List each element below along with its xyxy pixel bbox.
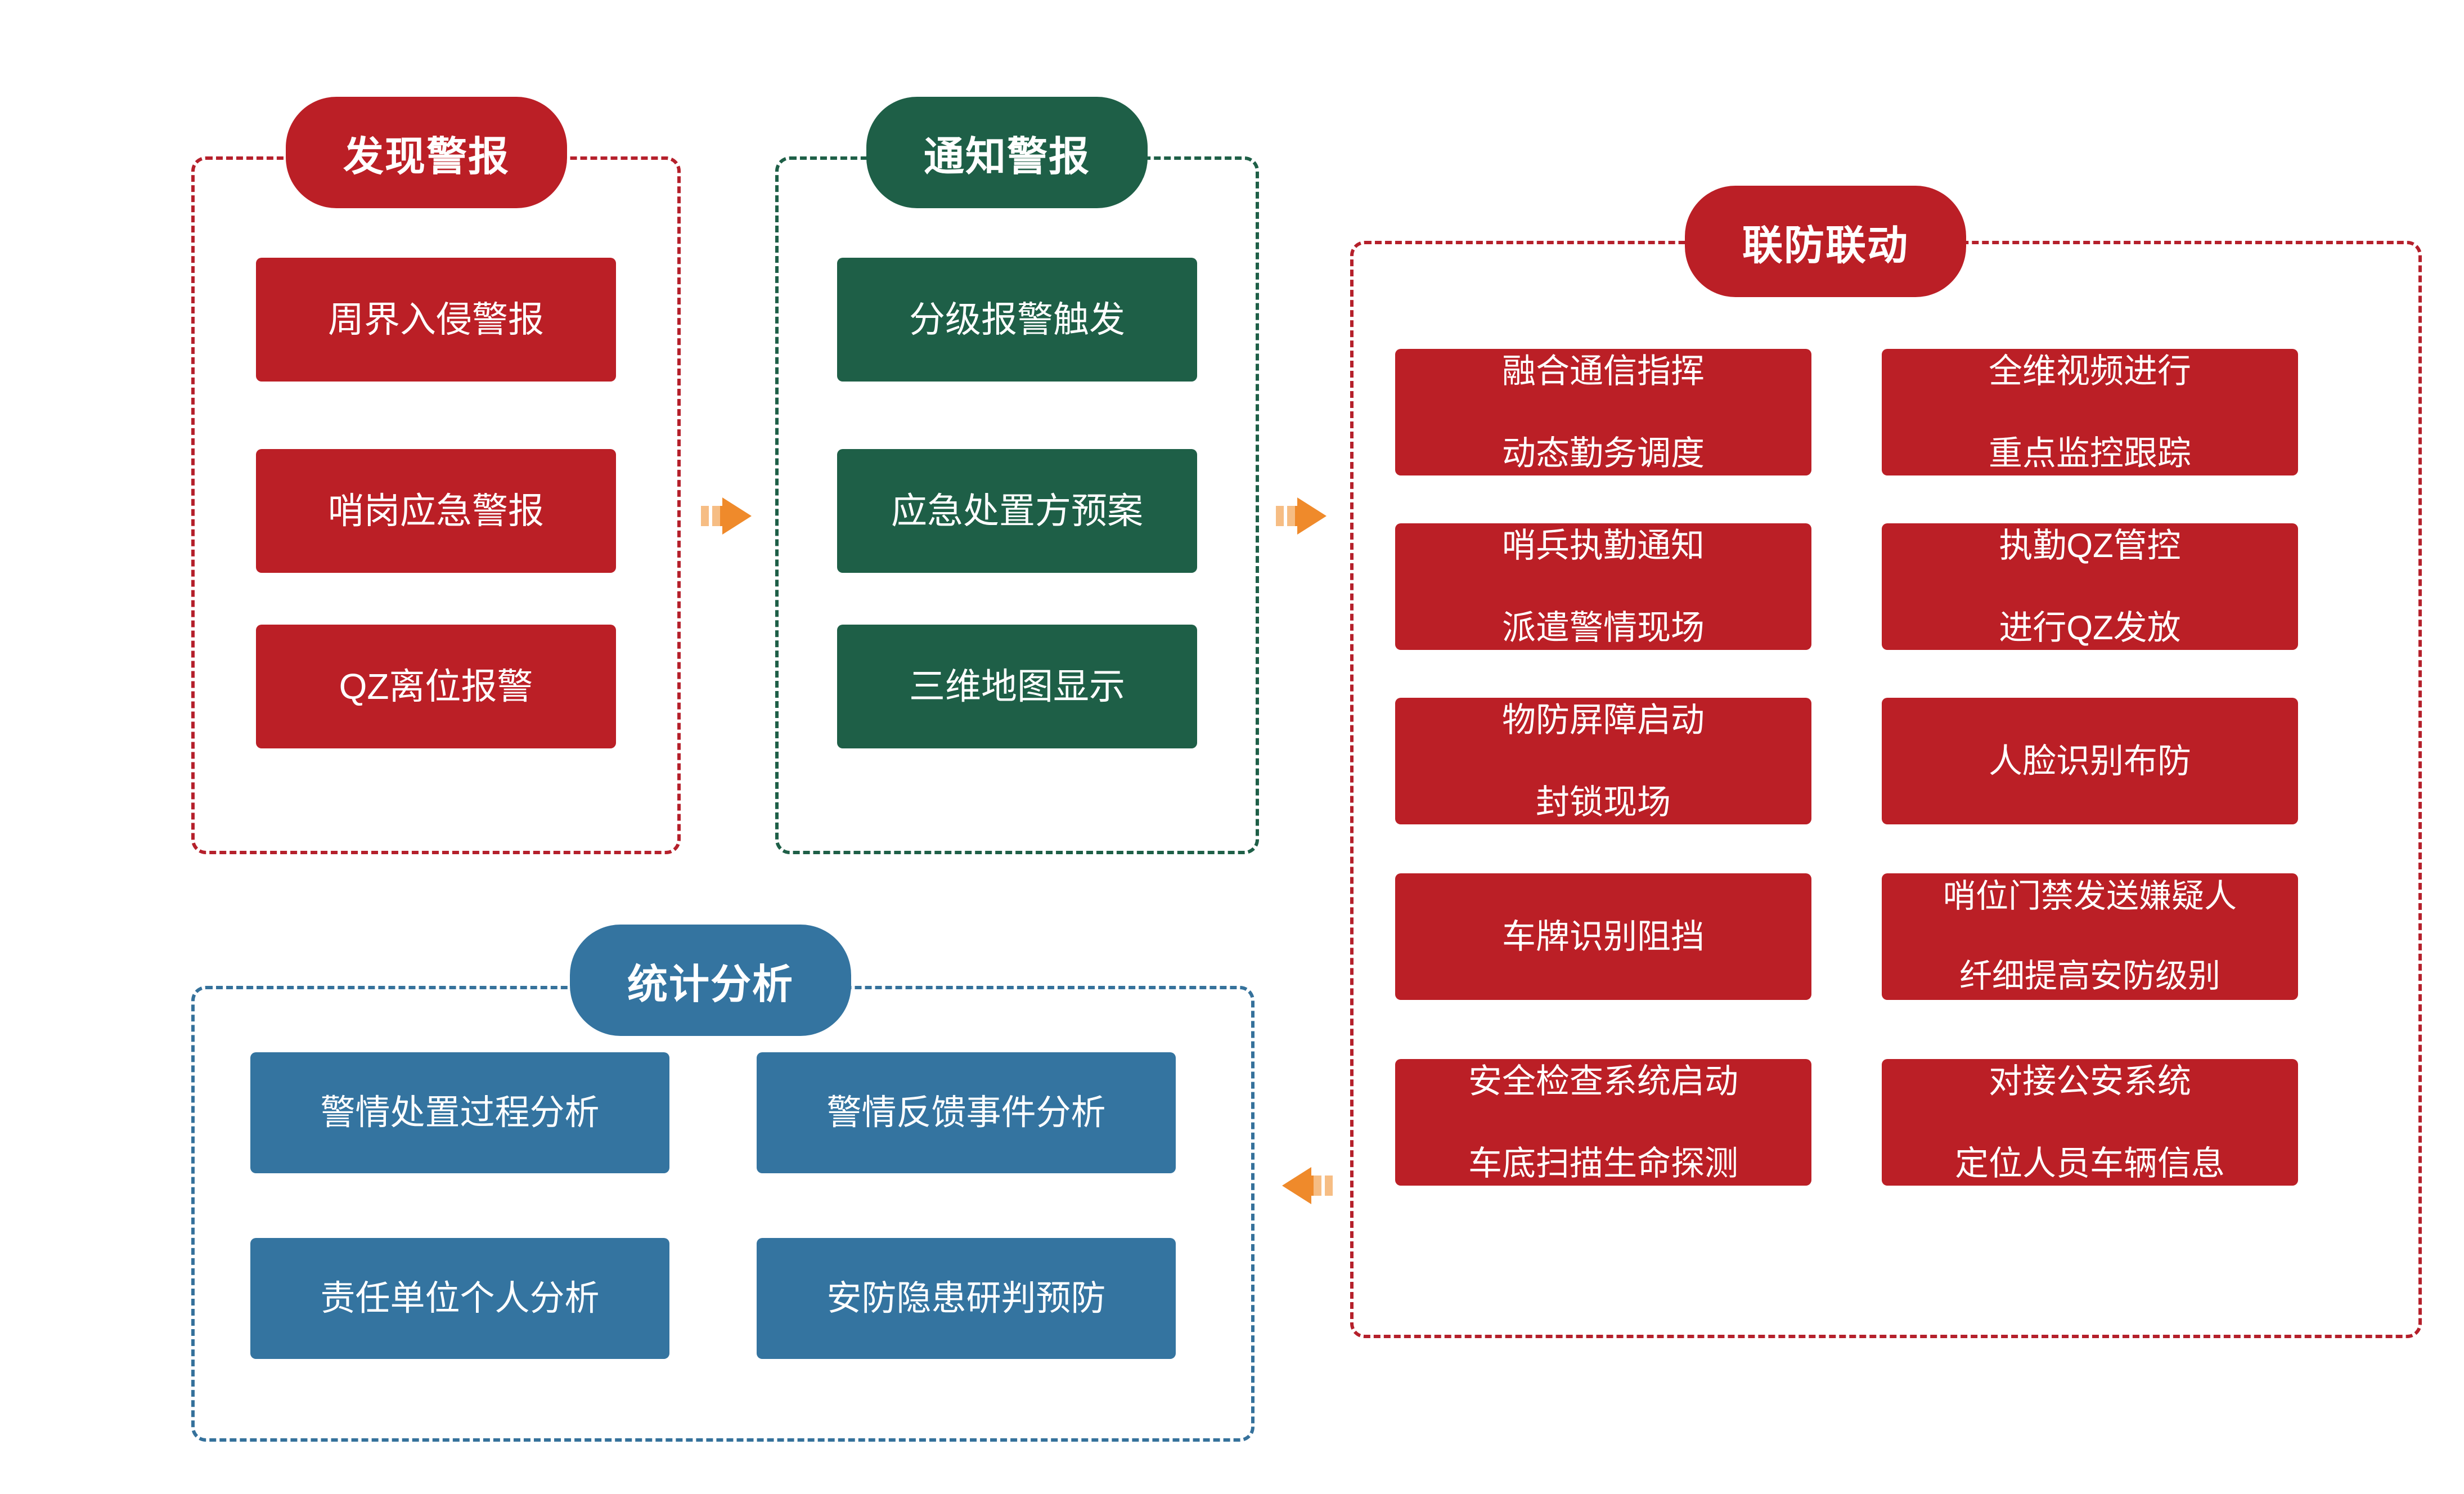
box-statistics-left-0[interactable]: 警情处置过程分析 [250, 1052, 669, 1173]
box-joint-right-3[interactable]: 哨位门禁发送嫌疑人 纤细提高安防级别 [1882, 873, 2298, 1000]
box-discover-1[interactable]: 哨岗应急警报 [256, 449, 616, 573]
box-label: 对接公安系统 定位人员车辆信息 [1955, 1062, 2225, 1183]
box-label: 安全检查系统启动 车底扫描生命探测 [1468, 1062, 1738, 1183]
box-label: 融合通信指挥 动态勤务调度 [1502, 352, 1705, 473]
box-joint-right-1[interactable]: 执勤QZ管控 进行QZ发放 [1882, 523, 2298, 650]
box-label: 人脸识别布防 [1989, 742, 2191, 780]
box-label: 哨位门禁发送嫌疑人 纤细提高安防级别 [1943, 878, 2237, 994]
box-label: 全维视频进行 重点监控跟踪 [1989, 352, 2191, 473]
section-title-statistics[interactable]: 统计分析 [570, 925, 851, 1036]
box-label: 执勤QZ管控 进行QZ发放 [1999, 526, 2181, 647]
box-joint-left-4[interactable]: 安全检查系统启动 车底扫描生命探测 [1395, 1059, 1811, 1186]
box-discover-2[interactable]: QZ离位报警 [256, 625, 616, 748]
box-joint-right-2[interactable]: 人脸识别布防 [1882, 698, 2298, 824]
box-label: 分级报警触发 [909, 299, 1125, 340]
box-label: 警情反馈事件分析 [826, 1093, 1106, 1132]
box-label: 应急处置方预案 [891, 490, 1143, 531]
arrow-discover-to-notify-icon [698, 485, 759, 547]
section-title-notify[interactable]: 通知警报 [866, 97, 1148, 208]
box-notify-2[interactable]: 三维地图显示 [837, 625, 1197, 748]
box-statistics-right-1[interactable]: 安防隐患研判预防 [757, 1238, 1176, 1359]
box-joint-right-0[interactable]: 全维视频进行 重点监控跟踪 [1882, 349, 2298, 475]
box-statistics-left-1[interactable]: 责任单位个人分析 [250, 1238, 669, 1359]
box-joint-left-0[interactable]: 融合通信指挥 动态勤务调度 [1395, 349, 1811, 475]
box-label: 车牌识别阻挡 [1502, 917, 1705, 955]
box-notify-1[interactable]: 应急处置方预案 [837, 449, 1197, 573]
box-label: 责任单位个人分析 [320, 1278, 600, 1318]
box-label: 三维地图显示 [909, 666, 1125, 707]
box-label: 物防屏障启动 封锁现场 [1502, 701, 1705, 822]
box-joint-left-2[interactable]: 物防屏障启动 封锁现场 [1395, 698, 1811, 824]
box-label: QZ离位报警 [339, 666, 533, 707]
box-joint-right-4[interactable]: 对接公安系统 定位人员车辆信息 [1882, 1059, 2298, 1186]
section-title-joint-defense[interactable]: 联防联动 [1685, 186, 1966, 297]
section-title-discover[interactable]: 发现警报 [286, 97, 567, 208]
box-label: 周界入侵警报 [328, 299, 544, 340]
arrow-joint-defense-to-statistics-icon [1274, 1155, 1336, 1217]
box-label: 安防隐患研判预防 [826, 1278, 1106, 1318]
box-notify-0[interactable]: 分级报警触发 [837, 258, 1197, 382]
box-label: 警情处置过程分析 [320, 1093, 600, 1132]
box-joint-left-1[interactable]: 哨兵执勤通知 派遣警情现场 [1395, 523, 1811, 650]
arrow-notify-to-joint-defense-icon [1273, 485, 1334, 547]
box-joint-left-3[interactable]: 车牌识别阻挡 [1395, 873, 1811, 1000]
box-discover-0[interactable]: 周界入侵警报 [256, 258, 616, 382]
box-statistics-right-0[interactable]: 警情反馈事件分析 [757, 1052, 1176, 1173]
box-label: 哨岗应急警报 [328, 490, 544, 531]
box-label: 哨兵执勤通知 派遣警情现场 [1502, 526, 1705, 647]
